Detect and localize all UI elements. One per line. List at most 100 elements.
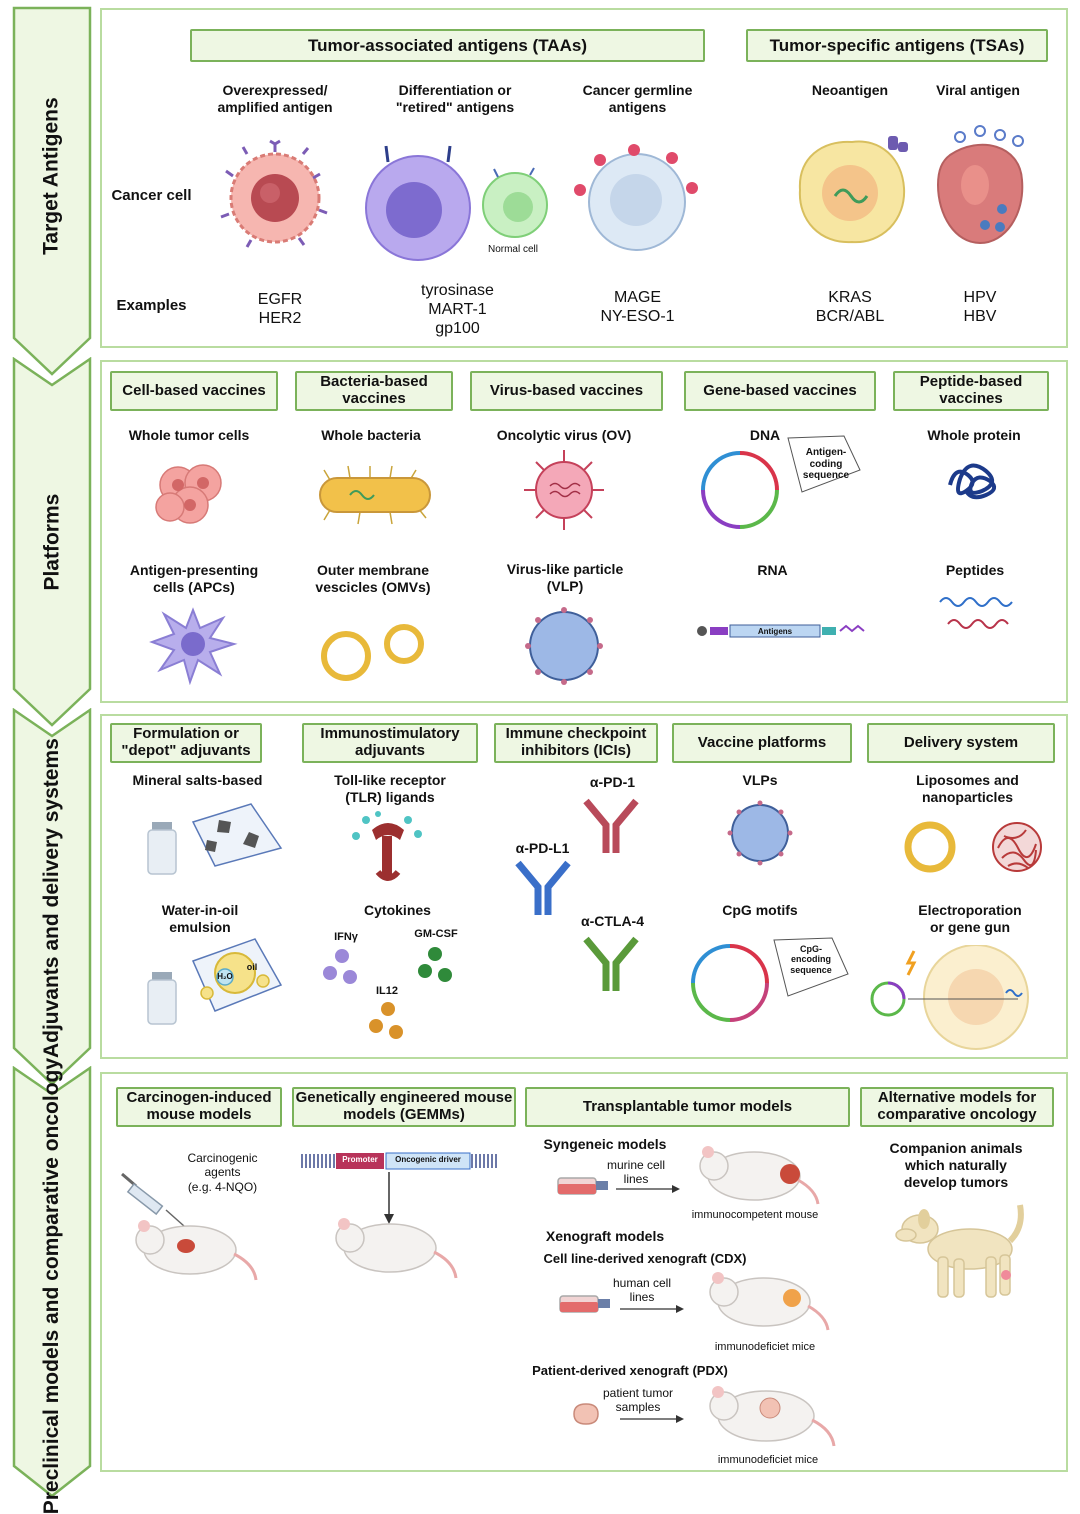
adjuvant-mineral-salts: Mineral salts-based [132,772,263,788]
il12-molecule-icon [369,1002,403,1039]
arrow-syngeneic [616,1185,680,1193]
examples-germline: MAGE NY-ESO-1 [600,289,675,326]
model-header-transplantable: Transplantable tumor models [525,1087,850,1127]
model-header-alternative: Alternative models for comparative oncol… [860,1087,1054,1127]
col-title-neoantigen: Neoantigen [811,82,889,98]
neoantigen-cancer-cell-icon [798,136,908,244]
side-arrow-platforms: Platforms [12,357,92,729]
peptides-icon [939,597,1013,629]
adjuvant-vlps: VLPs [742,772,778,788]
viral-antigen-cell-icon [936,125,1024,245]
cpg-callout-text: CpG- encoding sequence [790,944,832,975]
adjuvant-header-ici: Immune checkpoint inhibitors (ICIs) [494,723,658,763]
dna-callout-box [787,435,861,493]
xenograft-models-label: Xenograft models [545,1228,665,1244]
gemm-promoter-label: Promoter [342,1155,378,1164]
platform-vlp: Virus-like particle (VLP) [506,561,624,594]
syngeneic-models-label: Syngeneic models [543,1136,667,1152]
mouse-pdx-icon [709,1386,836,1447]
platform-apcs: Antigen-presenting cells (APCs) [129,562,259,595]
germline-cancer-cell-icon [574,144,698,251]
adjuvant-liposomes: Liposomes and nanoparticles [916,772,1019,805]
platform-oncolytic-virus: Oncolytic virus (OV) [496,427,632,443]
adjuvant-header-formulation: Formulation or "depot" adjuvants [110,723,262,763]
carcinogen-agents-label: Carcinogenic agents (e.g. 4-NQO) [187,1151,258,1194]
col-title-differentiation: Differentiation or "retired" antigens [395,82,515,115]
side-arrow-models: Preclinical models and comparative oncol… [12,1058,92,1514]
examples-neoantigen: KRAS BCR/ABL [815,289,885,326]
immunocompetent-mouse-label: immunocompetent mouse [691,1209,819,1221]
ici-ctla4: α-CTLA-4 [580,913,645,929]
examples-viral: HPV HBV [963,289,997,326]
platform-header-bacteria: Bacteria-based vaccines [295,371,453,411]
dog-icon [895,1204,1024,1298]
platform-header-peptide: Peptide-based vaccines [893,371,1049,411]
anti-pdl1-antibody-icon [515,860,571,915]
tlr-receptor-icon [352,811,422,881]
platform-rna: RNA [757,562,788,578]
adjuvant-water-in-oil: Water-in-oil emulsion [161,902,239,935]
col-title-overexpressed: Overexpressed/ amplified antigen [217,82,333,115]
tsa-header: Tumor-specific antigens (TSAs) [746,29,1048,62]
companion-animals-label: Companion animals which naturally develo… [889,1140,1023,1190]
normal-cell-label: Normal cell [487,244,538,255]
emulsion-icon [191,938,283,1012]
normal-cell-icon [482,167,548,238]
gemm-construct-icon [301,1152,497,1170]
mouse-gemm-icon [335,1218,458,1279]
overexpressed-cancer-cell-icon [220,139,328,248]
flask-icon-2 [559,1295,610,1313]
apc-dendritic-cell-icon [149,607,238,685]
whole-tumor-cells-icon [155,464,222,524]
mouse-carcinogen-icon [135,1220,258,1281]
adjuvant-tlr-ligands: Toll-like receptor (TLR) ligands [334,772,446,805]
gmcsf-molecule-icon [418,947,452,982]
omv-vesicles-icon [321,624,424,681]
platform-whole-bacteria: Whole bacteria [321,427,421,443]
examples-overexpressed: EGFR HER2 [257,291,303,328]
vial-icon-2 [147,972,177,1025]
mouse-syngeneic-icon [699,1146,820,1205]
dna-callout-text: Antigen- coding sequence [802,447,850,481]
ici-pd1: α-PD-1 [589,774,636,790]
emulsion-oil-label: oil [246,962,258,972]
dna-plasmid-icon [701,451,779,529]
cdx-label: Cell line-derived xenograft (CDX) [543,1251,747,1266]
row-label-cancer-cell: Cancer cell [111,187,192,204]
vial-icon [147,822,177,875]
whole-bacteria-icon [319,465,431,525]
model-header-gemm: Genetically engineered mouse models (GEM… [292,1087,516,1127]
col-title-viral: Viral antigen [936,82,1020,98]
section-label-target-antigens: Target Antigens [39,97,63,255]
rna-antigens-label: Antigens [757,627,793,636]
platform-header-gene: Gene-based vaccines [684,371,876,411]
section-label-adjuvants: Adjuvants and delivery systems [39,738,63,1058]
taa-header: Tumor-associated antigens (TAAs) [190,29,705,62]
vlp-adjuvant-icon [727,800,793,866]
platform-omvs: Outer membrane vescicles (OMVs) [315,562,431,595]
immunodeficient-mice-label-1: immunodeficiet mice [714,1341,816,1353]
vlp-icon [525,607,603,685]
arrow-cdx [620,1305,684,1313]
panel-adjuvants [100,714,1068,1059]
section-label-platforms: Platforms [39,493,63,591]
platform-header-virus: Virus-based vaccines [470,371,663,411]
platform-header-cell: Cell-based vaccines [110,371,278,411]
ifn-molecule-icon [323,949,357,984]
examples-differentiation: tyrosinase MART-1 gp100 [421,282,494,338]
cpg-plasmid-icon [691,944,769,1022]
whole-protein-icon [948,463,997,500]
gemm-arrow-icon [384,1172,394,1224]
arrow-pdx [620,1415,684,1423]
mouse-cdx-icon [709,1272,830,1331]
platform-whole-protein: Whole protein [927,427,1021,443]
cytokine-il12-label: IL12 [375,985,398,997]
differentiation-cancer-cell-icon [365,145,471,261]
liposome-icon [904,821,956,873]
cpg-callout-box [773,937,849,997]
adjuvant-cytokines: Cytokines [364,902,431,918]
ici-pdl1: α-PD-L1 [515,840,570,856]
adjuvant-header-immunostimulatory: Immunostimulatory adjuvants [302,723,478,763]
immunodeficient-mice-label-2: immunodeficiet mice [717,1454,819,1466]
pdx-label: Patient-derived xenograft (PDX) [532,1363,728,1378]
